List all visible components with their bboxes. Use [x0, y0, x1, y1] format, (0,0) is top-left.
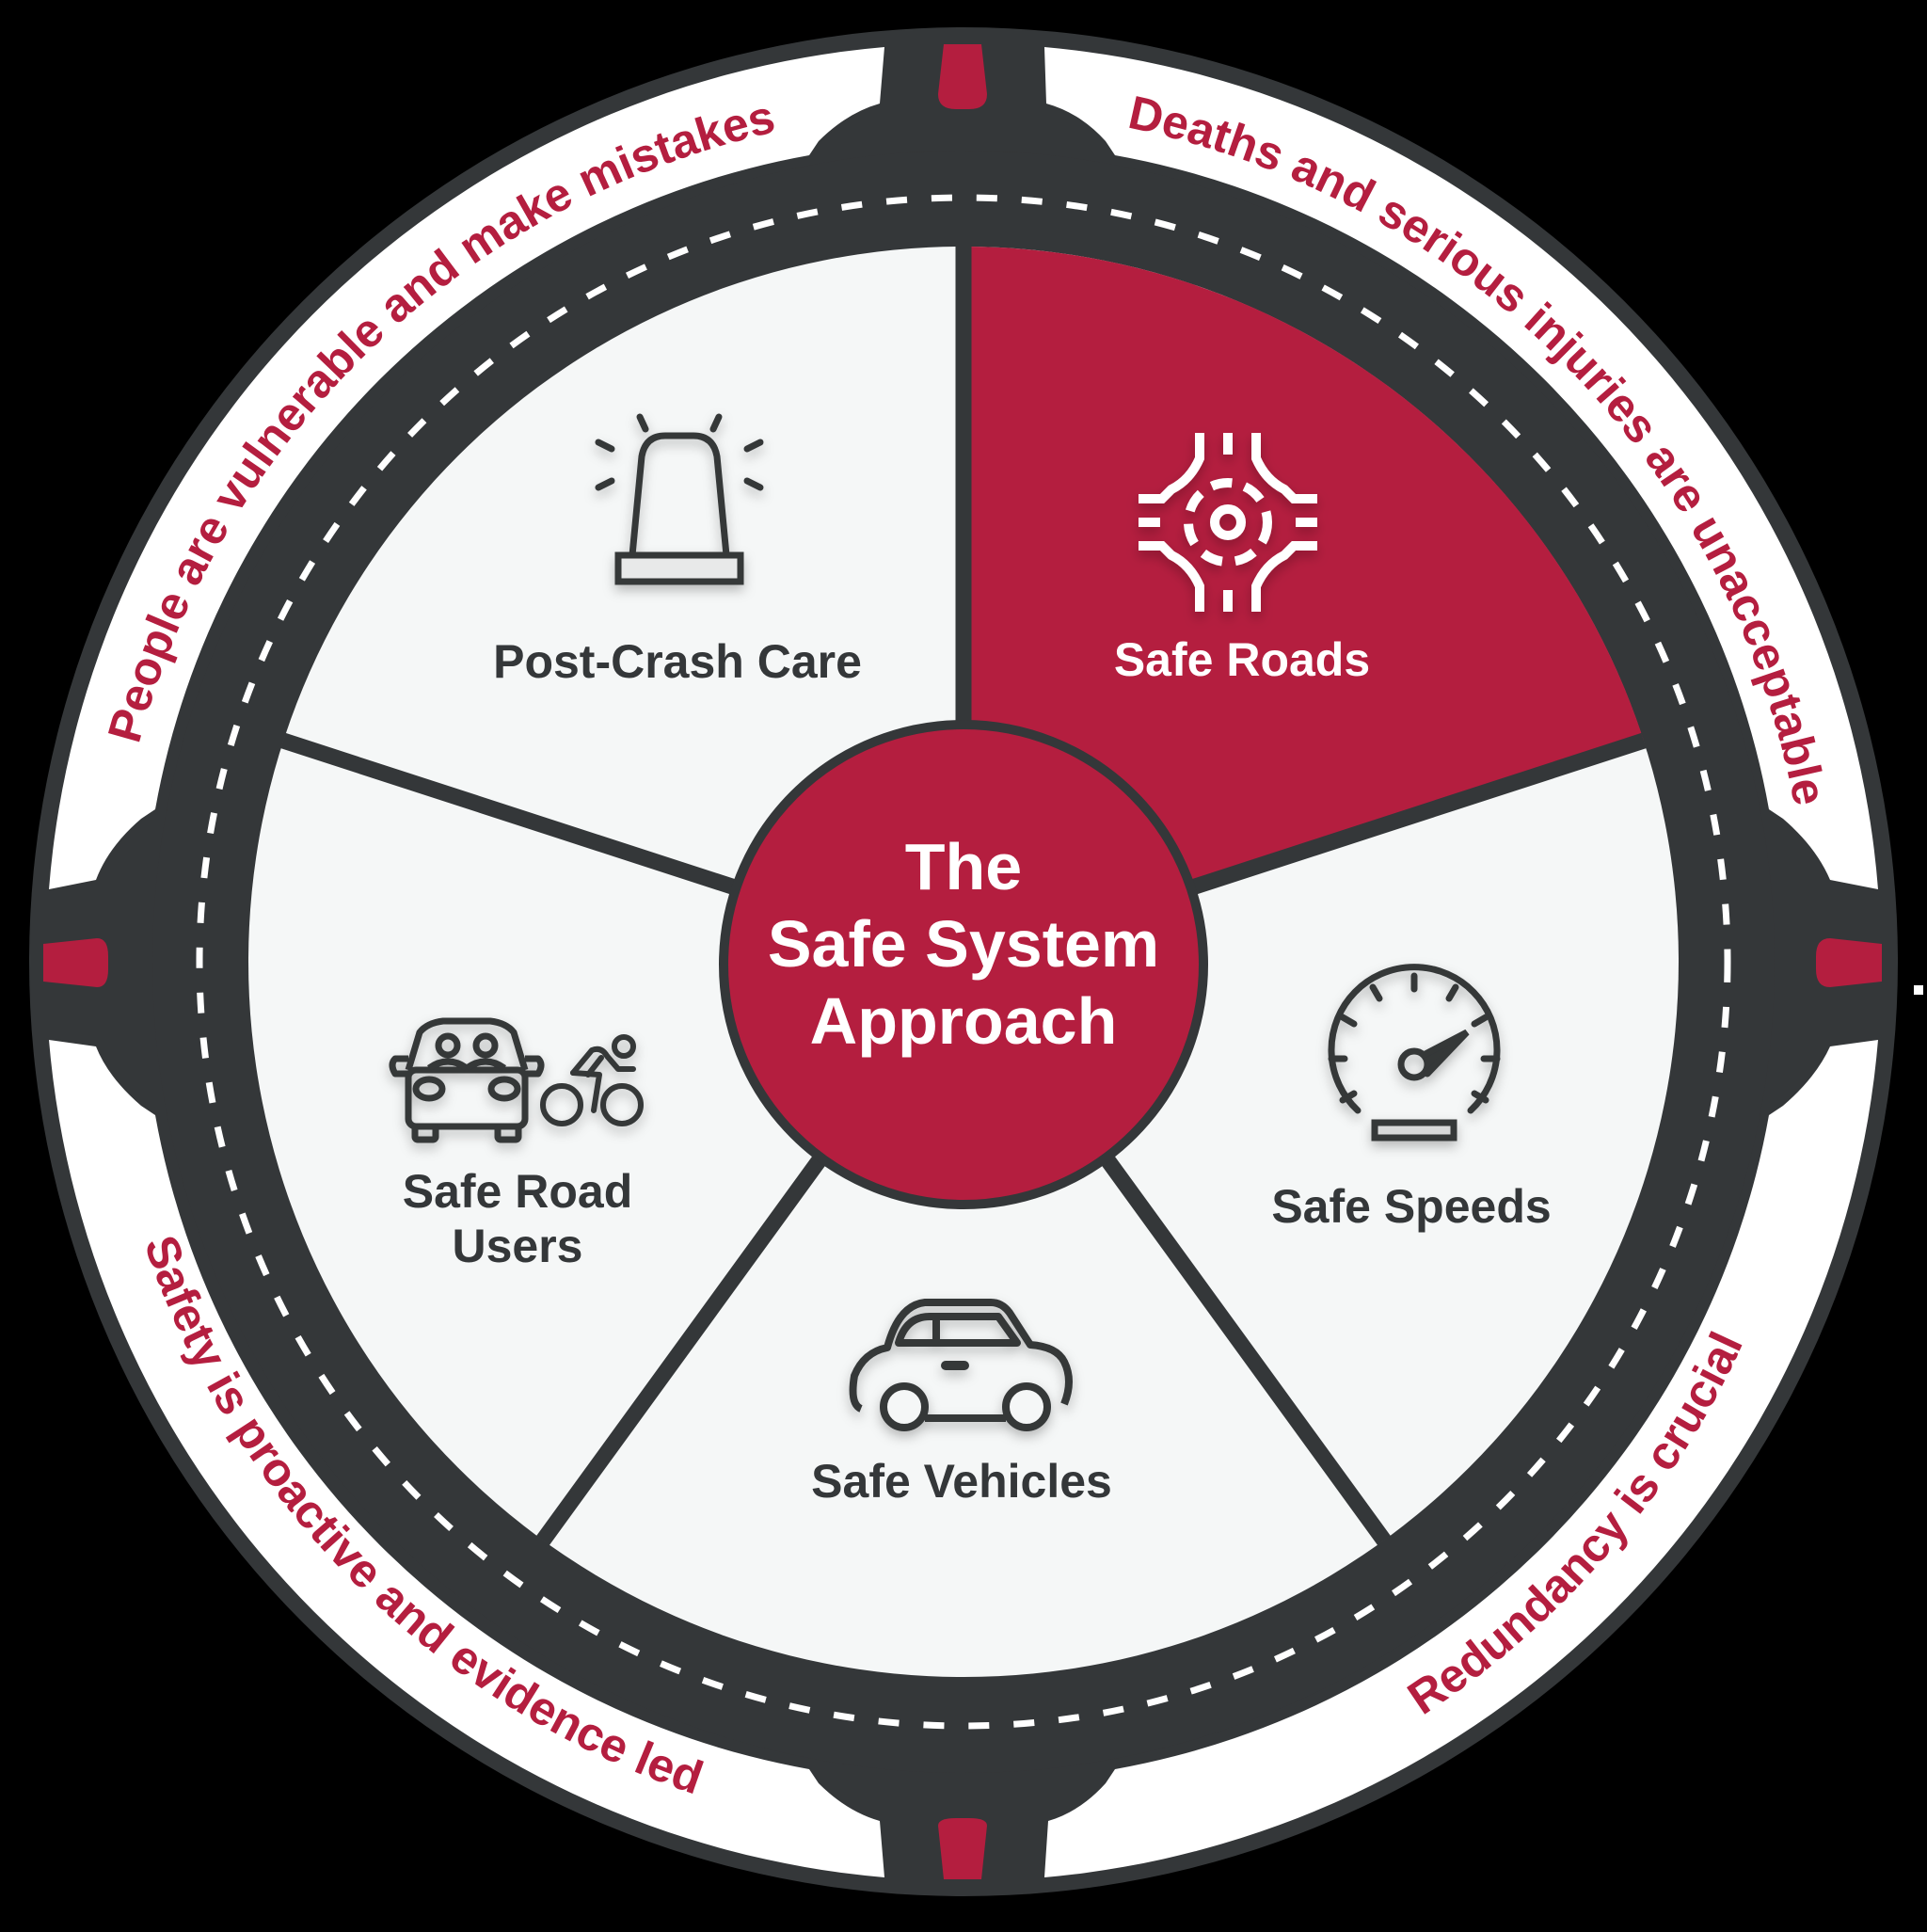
segment-label-line2: Users: [452, 1220, 583, 1272]
lane-markers: [43, 44, 1882, 1879]
car-front-icon: [389, 1017, 545, 1143]
center-title-line2: Safe System: [767, 907, 1160, 981]
dashed-lane-line: [196, 194, 1731, 1730]
segment-safe-roads[interactable]: [964, 246, 1644, 962]
segment-label-safe-vehicles[interactable]: Safe Vehicles: [811, 1455, 1112, 1508]
car-icon: [849, 1299, 1073, 1431]
center-hub: [719, 720, 1208, 1209]
segment-label-post-crash-care[interactable]: Post-Crash Care: [493, 635, 862, 688]
center-title-line1: The: [904, 830, 1023, 903]
artifact-dot: [1914, 985, 1923, 995]
center-title: The Safe System Approach: [728, 828, 1199, 1060]
roundabout-icon: [1139, 433, 1317, 612]
segment-label-safe-road-users[interactable]: Safe Road Users: [320, 1164, 715, 1273]
segment-label-safe-roads[interactable]: Safe Roads: [1113, 633, 1371, 686]
segment-label-line1: Safe Road: [402, 1165, 633, 1218]
cyclist-icon: [540, 1034, 644, 1126]
segment-label-safe-speeds[interactable]: Safe Speeds: [1271, 1180, 1552, 1233]
principle-bands: [49, 47, 1878, 1877]
center-title-line3: Approach: [809, 984, 1118, 1058]
emergency-siren-icon: [595, 413, 764, 585]
car-and-cyclist-icon: [389, 1017, 644, 1143]
speedometer-icon: [1328, 964, 1501, 1142]
